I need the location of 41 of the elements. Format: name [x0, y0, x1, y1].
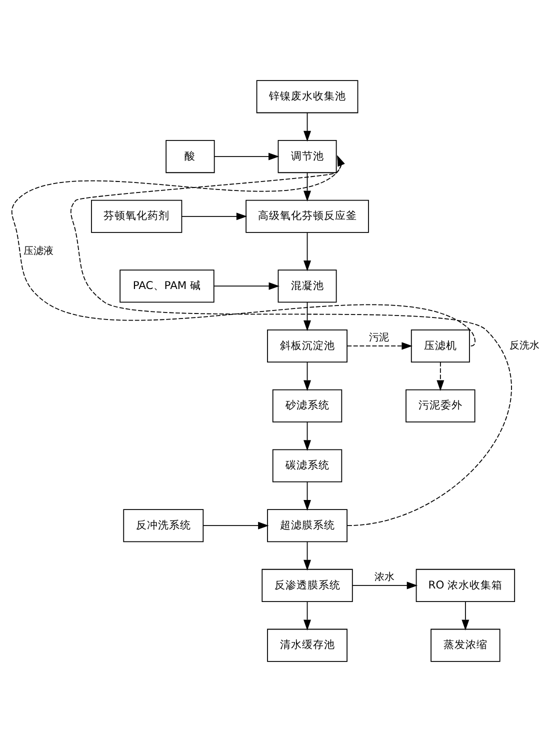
node-box: 酸: [166, 140, 215, 174]
node-box: 高级氧化芬顿反应釜: [246, 200, 369, 233]
node-box: 蒸发浓缩: [430, 628, 500, 662]
edge-label: 污泥: [369, 332, 390, 344]
edge-label: 浓水: [374, 572, 394, 583]
arrow: [181, 212, 248, 220]
node-box: 芬顿氧化药剂: [91, 200, 182, 233]
arrow: [304, 481, 312, 511]
node-box: 锌镍废水收集池: [256, 80, 358, 114]
node-box: 清水缓存池: [267, 628, 348, 662]
node-box: 压滤机: [410, 329, 470, 363]
arrow: [202, 522, 269, 530]
node-box: 反渗透膜系统: [262, 568, 353, 602]
arrow: [214, 152, 280, 160]
node-box: 碳滤系统: [272, 449, 342, 482]
arrow: [70, 155, 512, 526]
edge-label: 反洗水: [509, 340, 540, 352]
arrow: [352, 582, 418, 590]
arrow: [304, 362, 312, 391]
node-box: 调节池: [278, 140, 337, 174]
arrow: [346, 342, 412, 350]
node-box: 超滤膜系统: [267, 509, 348, 542]
arrow: [304, 172, 312, 202]
node-box: 反冲洗系统: [123, 509, 204, 542]
arrow: [304, 541, 312, 571]
arrow: [304, 422, 312, 451]
arrow: [304, 112, 312, 142]
arrow: [304, 601, 312, 630]
node-box: 混凝池: [278, 270, 337, 303]
arrow: [436, 362, 444, 391]
edge-label: 压滤液: [23, 246, 54, 257]
node-box: 斜板沉淀池: [267, 329, 348, 363]
arrow: [462, 601, 470, 630]
arrow: [304, 232, 312, 272]
arrow: [11, 155, 476, 346]
node-box: 砂滤系统: [272, 389, 342, 422]
node-box: RO 浓水收集箱: [416, 568, 516, 602]
node-box: PAC、PAM 碱: [120, 270, 214, 303]
arrow: [304, 302, 312, 332]
arrow: [214, 282, 280, 290]
node-box: 污泥委外: [406, 389, 476, 422]
